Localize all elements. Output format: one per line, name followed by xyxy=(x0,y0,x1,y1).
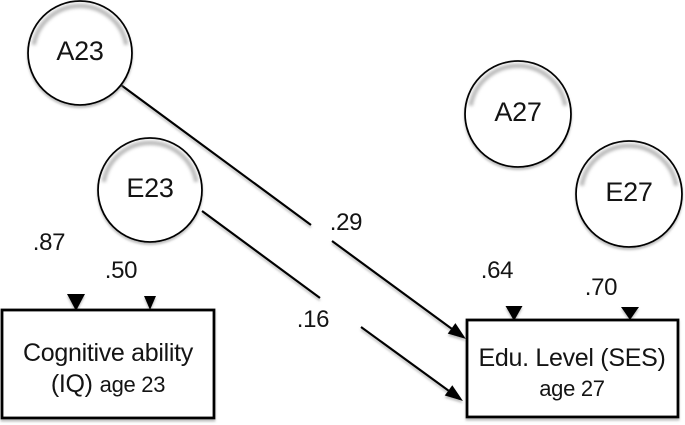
e27-inner-shadow xyxy=(579,143,679,186)
a27-inner-shadow xyxy=(468,63,568,106)
edge-a23-to-iq-arrowhead-icon xyxy=(67,294,85,311)
iq-box xyxy=(0,308,216,420)
coefficient-e23-iq: .50 xyxy=(105,257,137,284)
ses-box xyxy=(465,318,680,419)
e27-circle xyxy=(575,140,683,248)
ses-box-title: Edu. Level (SES) xyxy=(479,344,666,372)
latent-node-e27 xyxy=(575,140,683,248)
iq-box-title: Cognitive ability xyxy=(23,339,194,367)
coefficient-a23-iq: .87 xyxy=(33,229,65,256)
edge-e27-to-ses-arrowhead-icon xyxy=(621,307,639,320)
edge-a27-to-ses-arrowhead-icon xyxy=(505,306,523,321)
a23-circle xyxy=(27,0,133,106)
a23-label: A23 xyxy=(56,36,103,66)
edge-e23-to-ses-arrowhead-icon xyxy=(444,385,463,401)
edge-a23-to-ses-arrowhead-icon xyxy=(447,323,466,339)
e23-inner-shadow xyxy=(101,140,199,183)
iq-box-subtitle: (IQ) age 23 xyxy=(51,370,165,398)
edge-e23-to-ses-line xyxy=(201,210,450,392)
e27-label: E27 xyxy=(605,177,652,207)
edge-e23-to-iq-arrowhead-icon xyxy=(144,296,156,310)
e23-label: E23 xyxy=(126,173,173,203)
coefficient-a27-ses: .64 xyxy=(481,257,513,284)
coefficient-a23-ses: .29 xyxy=(330,209,362,236)
a27-label: A27 xyxy=(494,97,541,127)
latent-node-a23 xyxy=(27,0,133,106)
iq-box-subtitle-main: (IQ) xyxy=(51,370,93,398)
ses-box-subtitle: age 27 xyxy=(539,376,605,401)
latent-node-a27 xyxy=(464,60,572,168)
latent-node-e23 xyxy=(97,137,203,243)
e23-circle xyxy=(97,137,203,243)
edge-a23-to-ses-line xyxy=(120,84,453,330)
a27-circle xyxy=(464,60,572,168)
a23-inner-shadow xyxy=(31,3,129,46)
coefficient-e23-ses: .16 xyxy=(297,306,329,333)
iq-box-subtitle-rest: age 23 xyxy=(100,372,166,397)
coefficient-e27-ses: .70 xyxy=(585,274,617,301)
